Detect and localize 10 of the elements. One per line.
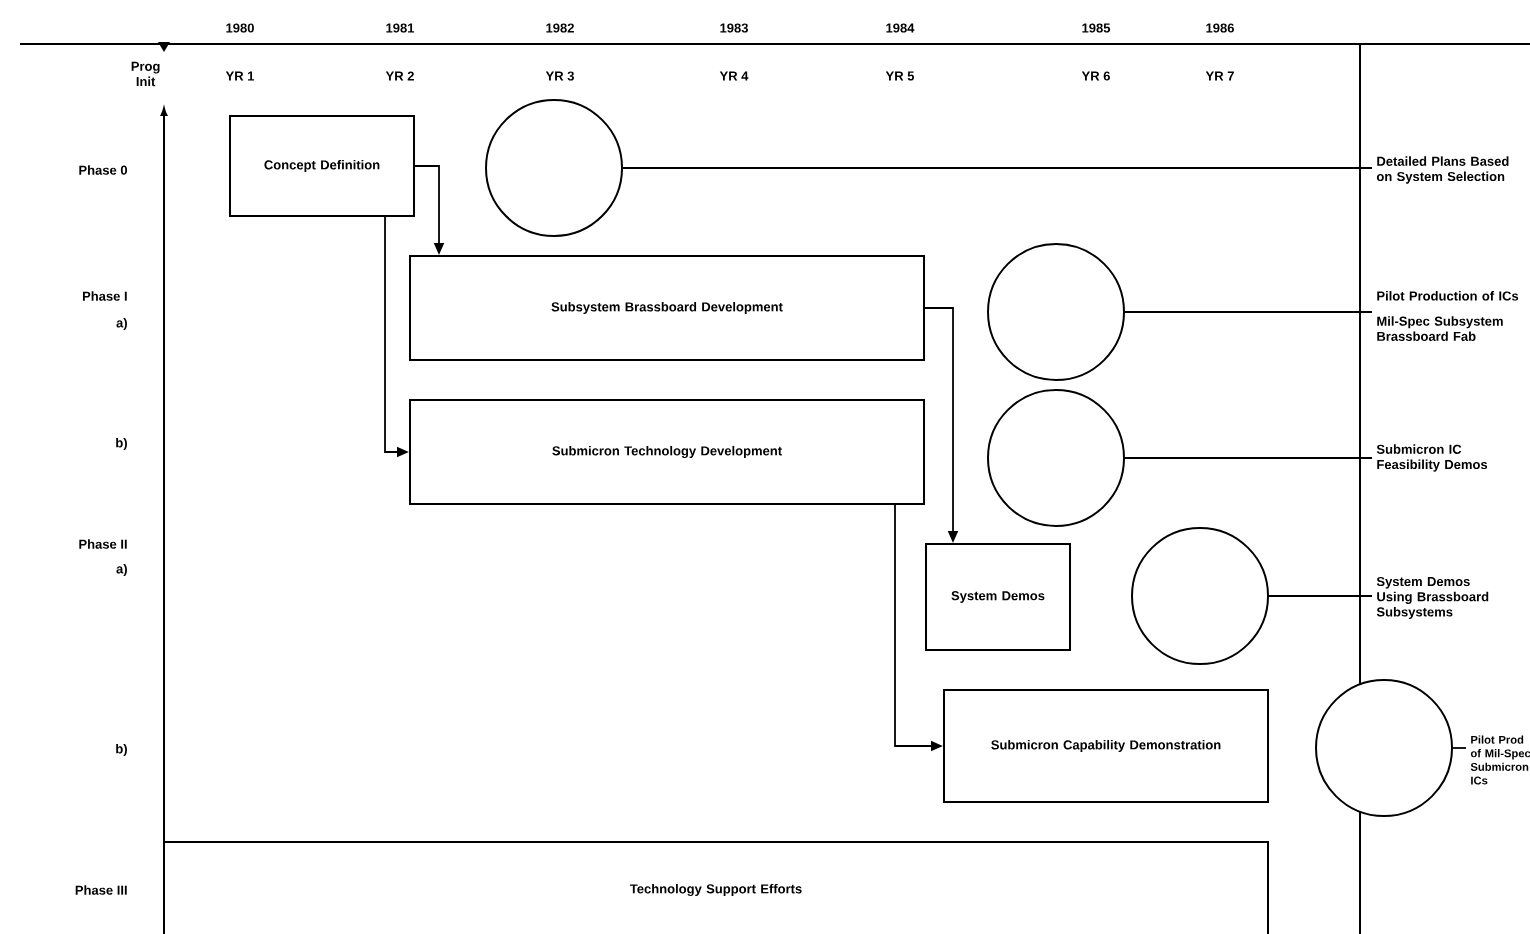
milestone-line: [1268, 595, 1373, 597]
milestone-line: [1124, 311, 1373, 313]
milestone-circle: [1315, 679, 1453, 817]
milestone-circle: [987, 389, 1125, 527]
milestone-circle: [987, 243, 1125, 381]
milestone-circle: [1131, 527, 1269, 665]
milestone-line: [1124, 457, 1373, 459]
milestone-circle: [485, 99, 623, 237]
milestone-line: [622, 167, 1373, 169]
milestone-line: [1452, 747, 1467, 749]
